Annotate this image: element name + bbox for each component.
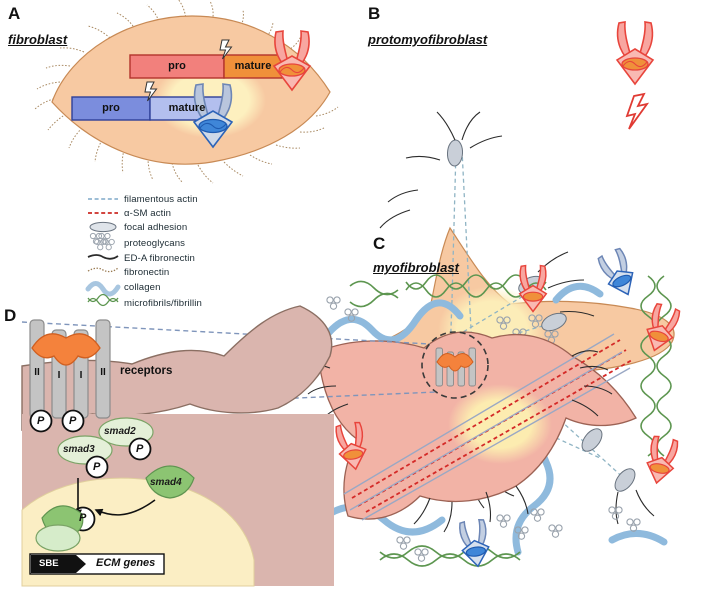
receptor-cluster-zoom-circle [421, 331, 489, 399]
receptor-cluster-icon [435, 347, 476, 387]
panel-letter-c: C [373, 234, 386, 253]
legend-item-fibronectin: fibronectin [84, 266, 254, 280]
microfibrils-fibrillin-c [349, 274, 672, 567]
legend-item-focal-adhesion: focal adhesion [84, 220, 254, 234]
blue-bar-mature-label: mature [168, 102, 206, 114]
panel-letter-a: A [8, 4, 21, 23]
legend-label: proteoglycans [124, 237, 186, 249]
legend-label: filamentous actin [124, 193, 198, 205]
svg-text:II: II [100, 367, 106, 378]
legend-label: microfibrils/fibrillin [124, 297, 202, 309]
legend-label: fibronectin [124, 267, 170, 279]
red-bar-pro-label: pro [168, 60, 186, 72]
panel-letter-d: D [4, 306, 17, 325]
panel-label-protomyofibroblast: protomyofibroblast [368, 32, 488, 47]
sbe-label: SBE [39, 558, 59, 569]
smad4-label: smad4 [150, 477, 182, 488]
latent-tgfb-complex-red-b [615, 21, 655, 86]
latent-tgfb-complexes-c [335, 247, 681, 568]
filamentous-actin-icon [84, 192, 124, 206]
legend-item-sm-actin: α-SM actin [84, 206, 254, 220]
panel-letter-b: B [368, 4, 381, 23]
ed-a-fibronectin-c [301, 350, 613, 533]
blue-bar-pro-label: pro [102, 102, 120, 114]
phospho-receptor-2-label: P [69, 415, 77, 427]
svg-text:I: I [80, 370, 83, 381]
legend-label: focal adhesion [124, 221, 188, 233]
receptor-complex-d: II I I II [29, 319, 111, 419]
phospho-smad3-label: P [93, 461, 101, 473]
red-bar-mature-label: mature [234, 60, 272, 72]
microfibrils-icon [84, 296, 124, 310]
legend-item-collagen: collagen [84, 280, 254, 296]
panel-d-tgfb-signalling: II I I II [21, 305, 437, 587]
svg-text:I: I [58, 370, 61, 381]
legend-item-ed-a-fibronectin: ED-A fibronectin [84, 252, 254, 266]
promoter-construct [29, 553, 165, 575]
panel-c-myofibroblast [301, 247, 681, 568]
legend-item-filamentous-actin: filamentous actin [84, 192, 254, 206]
cleavage-marker-red [219, 39, 233, 60]
focal-adhesion-icon [84, 220, 124, 234]
collagen-icon [84, 281, 124, 295]
fibronectin-icon [84, 266, 124, 280]
legend-key-graphics [85, 198, 121, 307]
smad4-shape [145, 465, 195, 499]
receptors-label: receptors [120, 365, 173, 377]
activation-lightning-bolt [625, 92, 650, 130]
ed-a-fibronectin-icon [84, 252, 124, 266]
panel-label-myofibroblast: myofibroblast [373, 260, 459, 275]
latent-tgfb-complex-red-a [272, 30, 312, 92]
proteoglycans-icon [84, 236, 124, 250]
filamentous-actin-c [343, 333, 631, 521]
legend-item-microfibrils: microfibrils/fibrillin [84, 296, 254, 310]
cleavage-marker-blue [144, 81, 158, 102]
ecm-genes-label: ECM genes [96, 557, 156, 569]
smad3-label: smad3 [63, 444, 95, 455]
nuclear-smad-complex [35, 505, 84, 552]
phospho-complex-label: P [79, 512, 87, 524]
panel-a-fibroblast [34, 0, 339, 184]
sm-actin-icon [84, 206, 124, 220]
panel-label-fibroblast: fibroblast [8, 32, 68, 47]
phospho-smad2-label: P [136, 443, 144, 455]
smad4-translocation-arrow [94, 499, 156, 517]
smad2-label: smad2 [104, 426, 136, 437]
legend-item-proteoglycans: proteoglycans [84, 235, 254, 252]
legend-label: collagen [124, 282, 161, 294]
latent-tgfb-complex-blue-a [192, 83, 234, 149]
svg-text:II: II [34, 367, 40, 378]
legend-label: ED-A fibronectin [124, 253, 195, 265]
legend-label: α-SM actin [124, 207, 172, 219]
phospho-receptor-1-label: P [37, 415, 45, 427]
figure-legend: filamentous actin α-SM actin focal adhes… [84, 192, 254, 310]
